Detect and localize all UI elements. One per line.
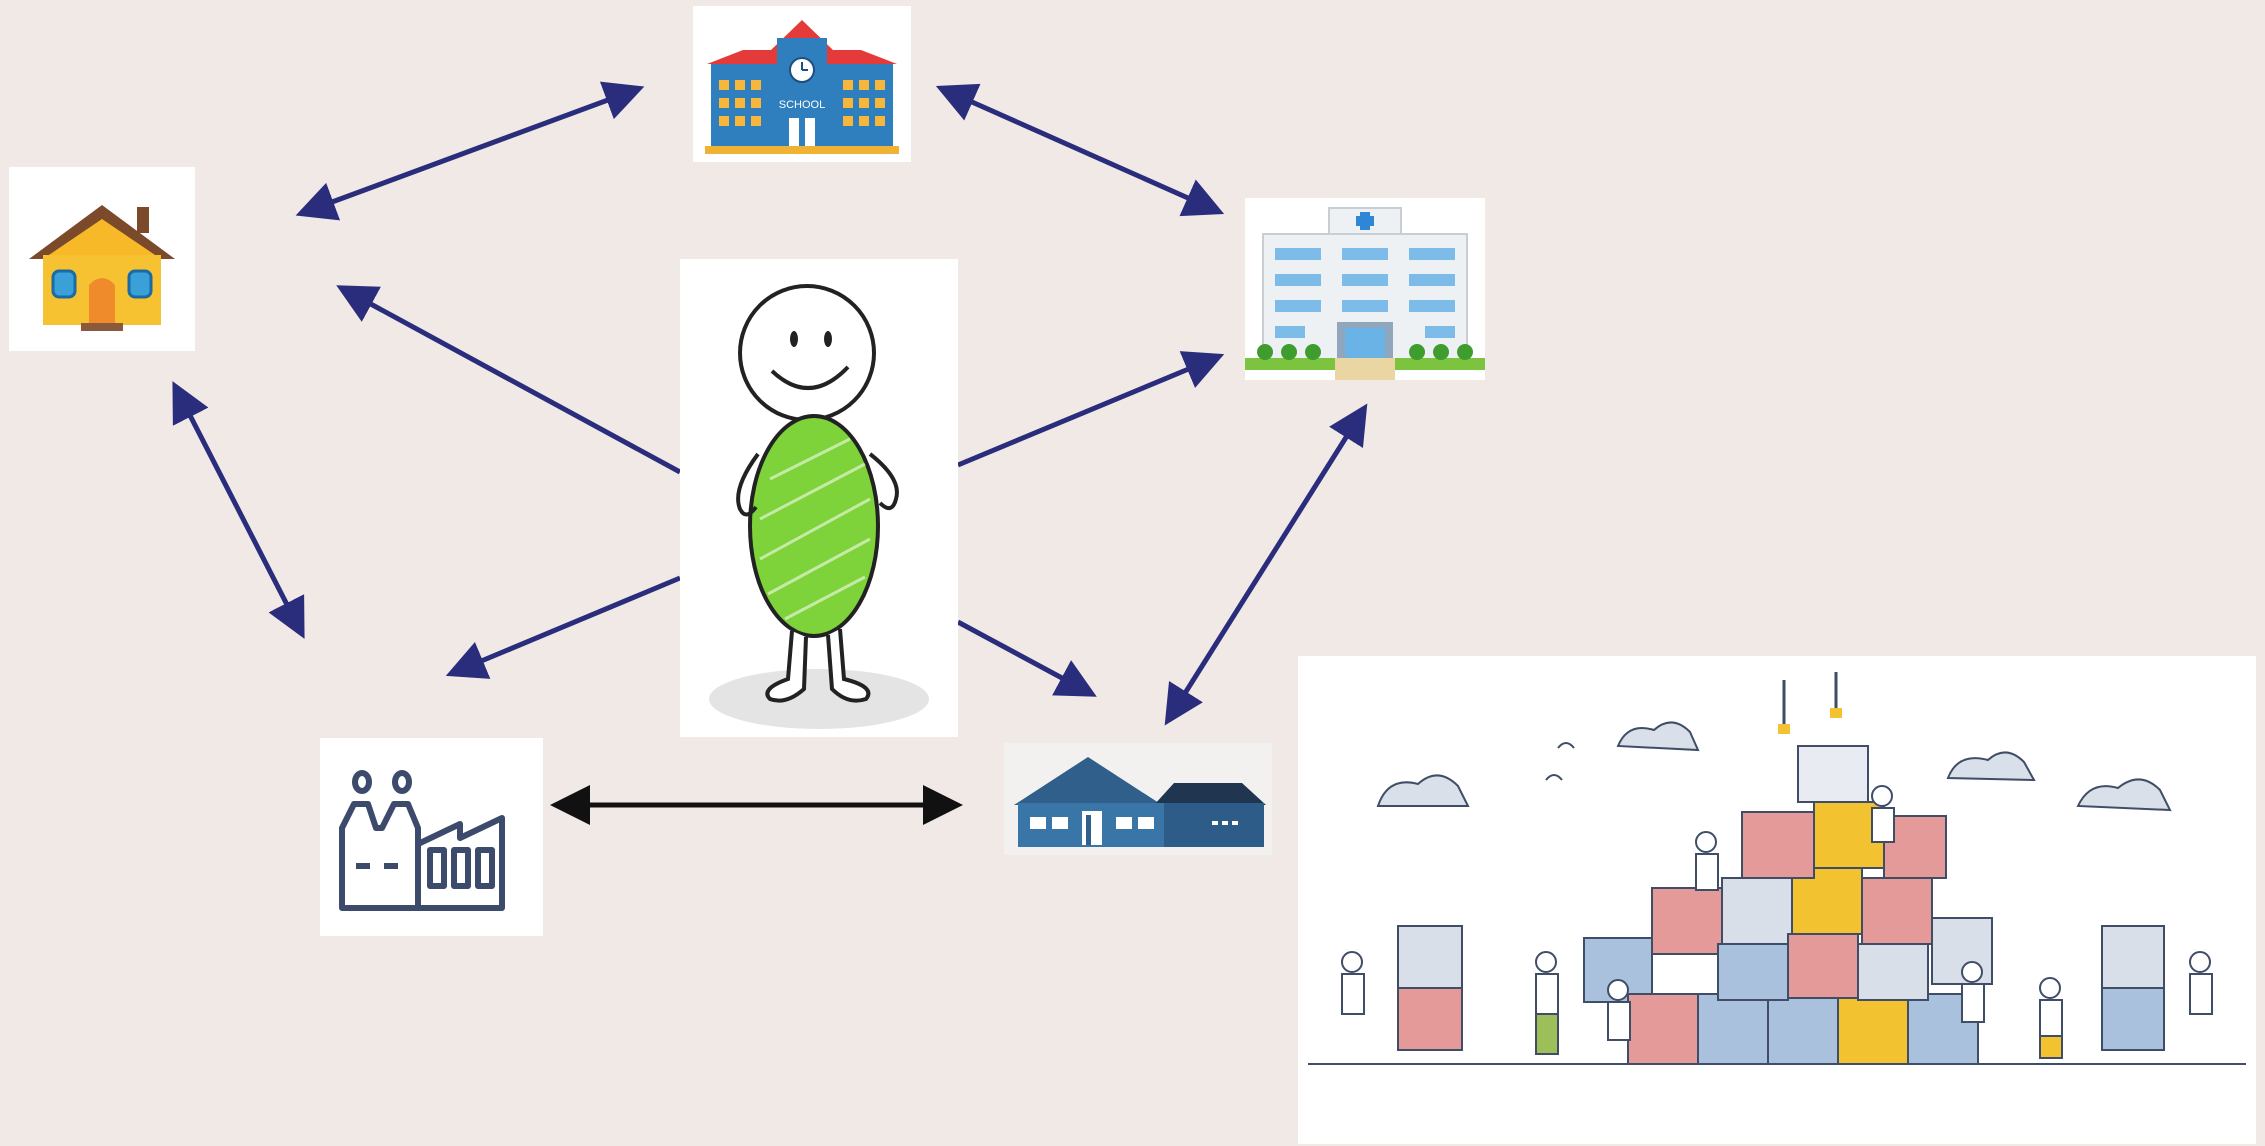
school-sign-text: SCHOOL <box>779 99 825 111</box>
arrow-school-hospital <box>935 83 1225 217</box>
arrow-person-factory <box>445 575 681 679</box>
school-icon: SCHOOL <box>693 6 911 162</box>
factory-node <box>320 738 543 936</box>
stick-figure-icon <box>680 259 958 737</box>
hospital-icon <box>1245 198 1485 380</box>
person-node <box>680 259 958 737</box>
hospital-node <box>1245 198 1485 380</box>
arrow-home-school <box>295 81 645 221</box>
community-building-node <box>1004 743 1272 855</box>
arrow-person-hospital <box>957 351 1225 468</box>
teamwork-illustration-node <box>1298 656 2256 1144</box>
arrow-person-community <box>956 619 1097 697</box>
school-node: SCHOOL <box>693 6 911 162</box>
house-icon <box>9 167 195 351</box>
teamwork-blocks-illustration <box>1298 656 2256 1144</box>
home-node <box>9 167 195 351</box>
factory-icon <box>320 738 543 936</box>
arrow-home-factory <box>172 381 305 639</box>
arrow-person-home <box>336 285 682 475</box>
community-building-icon <box>1004 743 1272 855</box>
